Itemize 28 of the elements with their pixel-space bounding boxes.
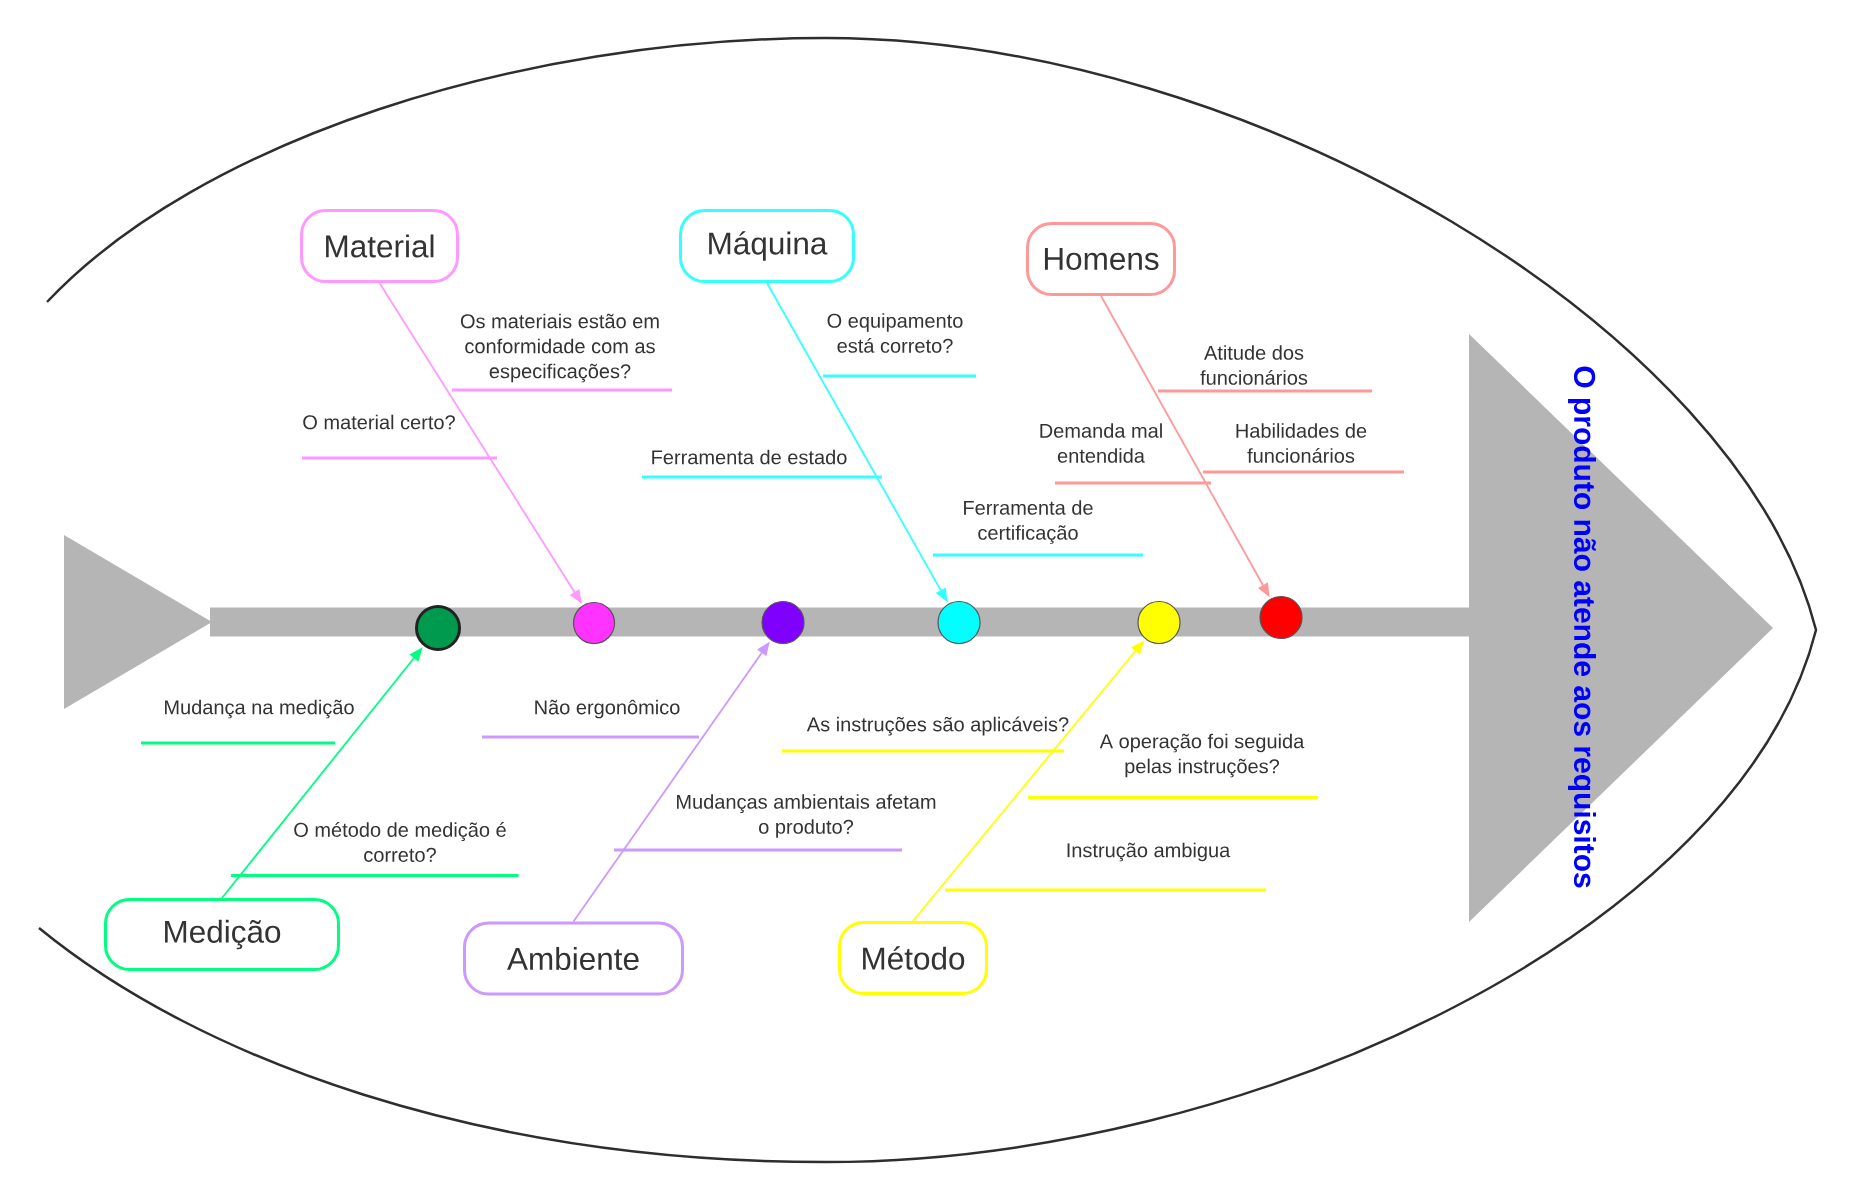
- cause-label: Não ergonômico: [535, 699, 680, 719]
- spine-dot: [761, 600, 805, 645]
- cause-label: O equipamento está correto?: [827, 313, 963, 353]
- cause-label: Demanda mal entendida: [1040, 423, 1162, 463]
- cause-label: A operação foi seguida pelas instruções?: [1099, 733, 1305, 778]
- spine-dot: [572, 601, 616, 645]
- category-box: Método: [838, 921, 988, 995]
- spine-dot: [937, 600, 981, 645]
- spine-dot: [1259, 595, 1303, 640]
- cause-label: Atitude dos funcionários: [1200, 345, 1308, 385]
- cause-label: O método de medição é correto?: [294, 822, 506, 862]
- head-triangle: O produto não atende aos requisitos: [1469, 334, 1773, 922]
- cause-label: Ferramenta de estado: [652, 449, 847, 465]
- cause-label: As instruções são aplicáveis?: [806, 716, 1069, 736]
- cause-label: Habilidades de funcionários: [1236, 423, 1367, 463]
- cause-label: Instrução ambigua: [1067, 842, 1231, 862]
- cause-label: Mudança na medição: [165, 699, 354, 719]
- cause-label: Mudanças ambientais afetam o produto?: [677, 794, 936, 838]
- cause-label: O material certo?: [303, 414, 455, 430]
- category-box: Material: [300, 209, 459, 283]
- cause-label: Os materiais estão em conformidade com as especificações?: [460, 313, 659, 383]
- cause-label: Ferramenta de certificação: [964, 500, 1093, 544]
- category-box: Homens: [1026, 222, 1176, 296]
- category-box: Máquina: [679, 209, 855, 283]
- spine-dot: [1137, 600, 1181, 645]
- spine-dot: [415, 605, 461, 651]
- category-box: Ambiente: [463, 921, 684, 996]
- category-box: Medição: [104, 898, 340, 971]
